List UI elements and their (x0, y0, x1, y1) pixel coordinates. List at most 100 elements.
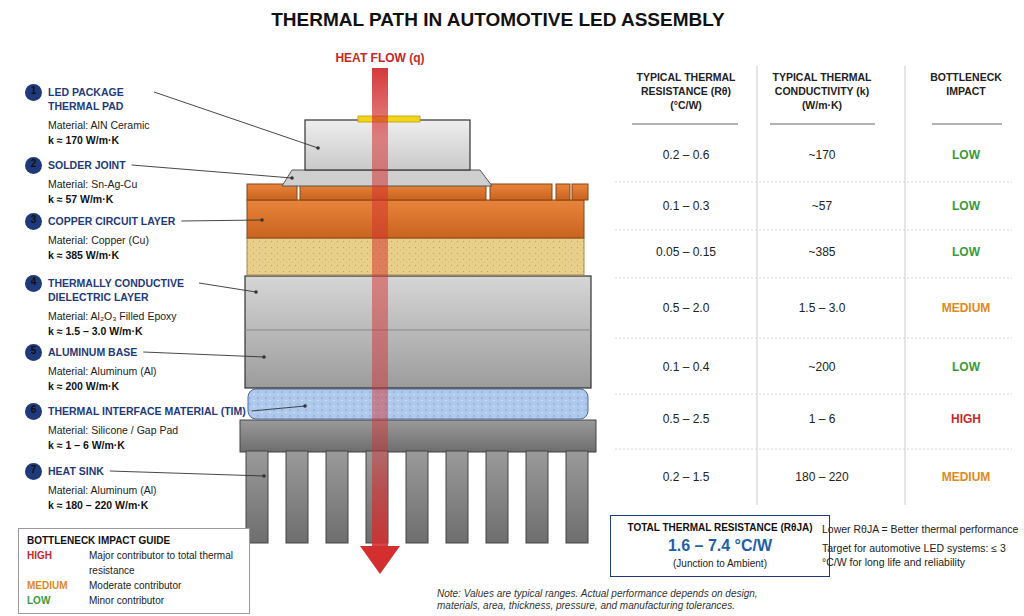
heat-sink-fin (566, 451, 588, 543)
led-emitter (358, 116, 420, 122)
header-underline (770, 124, 875, 125)
layer-conductivity: k ≈ 385 W/m·K (48, 248, 119, 262)
led-stack (240, 68, 596, 574)
leader-line (181, 220, 262, 221)
callout-number: 7 (25, 463, 42, 480)
table-header: BOTTLENECK IMPACT (920, 70, 1012, 98)
layer-name: HEAT SINK (48, 464, 104, 478)
layer-name: ALUMINUM BASE (48, 345, 137, 359)
legend-row: HIGHMajor contributor to total thermal r… (27, 548, 241, 578)
heat-flow-arrowhead (360, 546, 400, 574)
row-divider (615, 182, 1012, 183)
legend-key: MEDIUM (27, 580, 68, 591)
leader-line (252, 406, 305, 411)
heat-sink-fin (526, 451, 548, 543)
tim-layer (248, 389, 588, 419)
footnote: Note: Values are typical ranges. Actual … (437, 588, 787, 612)
box-text: TOTAL THERMAL RESISTANCE (RθJA) (627, 521, 813, 535)
box-text: 1.6 – 7.4 °C/W (627, 535, 813, 557)
callout-number-text: 7 (25, 463, 42, 477)
heat-sink-fin (486, 451, 508, 543)
header-underline (932, 124, 1002, 125)
callout-number-text: 2 (25, 157, 42, 171)
legend-swatch: HIGH (27, 548, 89, 578)
title: THERMAL PATH IN AUTOMOTIVE LED ASSEMBLY (0, 8, 996, 32)
layer-conductivity: k ≈ 57 W/m·K (48, 192, 113, 206)
legend-row: MEDIUM Moderate contributor (27, 578, 241, 593)
dielectric-layer (247, 238, 584, 275)
callout-number: 3 (25, 213, 42, 230)
layer-material: Material: Silicone / Gap Pad (48, 423, 178, 437)
table-cell: ~200 (757, 360, 887, 374)
impact-cell: LOW (901, 360, 1024, 374)
layer-name: THERMALLY CONDUCTIVE DIELECTRIC LAYER (48, 276, 193, 304)
leader-dot (316, 146, 320, 150)
column-divider (757, 66, 758, 505)
row-divider (615, 278, 1012, 279)
table-cell: ~385 (757, 245, 887, 259)
legend-row: LOW Minor contributor (27, 593, 241, 608)
layer-boundary (245, 330, 591, 331)
callout-number: 5 (25, 344, 42, 361)
table-header: TYPICAL THERMAL CONDUCTIVITY (k) (W/m·K) (762, 70, 882, 112)
layer-name: SOLDER JOINT (48, 158, 126, 172)
callout-number-text: 3 (25, 213, 42, 227)
header-underline (632, 124, 738, 125)
table-header: TYPICAL THERMAL RESISTANCE (Rθ) (°C/W) (627, 70, 745, 112)
leader-dot (262, 355, 266, 359)
leader-line (110, 471, 264, 476)
table-rules (615, 66, 1012, 505)
table-cell: 0.1 – 0.4 (621, 360, 751, 374)
table-cell: 0.05 – 0.15 (621, 245, 751, 259)
row-divider (615, 230, 1012, 231)
layer-material: Material: Aluminum (Al) (48, 483, 157, 497)
callout-number-text: 1 (25, 84, 42, 98)
impact-cell: LOW (901, 245, 1024, 259)
impact-cell: MEDIUM (901, 470, 1024, 484)
heat-sink-fin (326, 451, 348, 543)
column-divider (905, 66, 906, 505)
table-cell: 0.2 – 1.5 (621, 470, 751, 484)
legend-key: LOW (27, 595, 50, 606)
callout-number-text: 4 (25, 275, 42, 289)
impact-cell: MEDIUM (901, 301, 1024, 315)
callout-number-text: 6 (25, 403, 42, 417)
leader-line (143, 352, 264, 357)
aluminum-base (245, 276, 591, 388)
row-divider (615, 394, 1012, 395)
leader-line (132, 165, 292, 178)
legend-description: Minor contributor (89, 593, 164, 608)
heat-flow-label: HEAT FLOW (q) (320, 51, 440, 65)
layer-material: Material: Aluminum (Al) (48, 364, 157, 378)
legend-description: Moderate contributor (89, 578, 181, 593)
copper-pad (556, 184, 570, 200)
heat-sink-fin (286, 451, 308, 543)
legend-swatch: MEDIUM (27, 578, 89, 593)
callout-number-text: 5 (25, 344, 42, 358)
copper-pad (572, 184, 588, 200)
heat-sink-fins (246, 451, 588, 543)
table-cell: ~57 (757, 199, 887, 213)
layer-name: COPPER CIRCUIT LAYER (48, 214, 175, 228)
layer-name: LED PACKAGE THERMAL PAD (48, 85, 148, 113)
callout-number: 1 (25, 84, 42, 101)
table-cell: 0.5 – 2.5 (621, 412, 751, 426)
legend-swatch: LOW (27, 593, 89, 608)
callout-number: 4 (25, 275, 42, 292)
table-cell: 1.5 – 3.0 (757, 301, 887, 315)
leader-dot (290, 176, 294, 180)
table-cell: 0.5 – 2.0 (621, 301, 751, 315)
layer-conductivity: k ≈ 170 W/m·K (48, 133, 119, 147)
table-cell: 0.1 – 0.3 (621, 199, 751, 213)
layer-name: THERMAL INTERFACE MATERIAL (TIM) (48, 404, 246, 418)
copper-layer (247, 200, 584, 238)
side-note: Target for automotive LED systems: ≤ 3 °… (822, 541, 1018, 569)
layer-material: Material: Sn-Ag-Cu (48, 177, 137, 191)
layer-material: Material: AlN Ceramic (48, 118, 150, 132)
heat-flow-arrow (372, 68, 388, 548)
layer-material: Material: Al₂O₃ Filled Epoxy (48, 309, 177, 323)
layer-material: Material: Copper (Cu) (48, 233, 149, 247)
layer-conductivity: k ≈ 180 – 220 W/m·K (48, 498, 148, 512)
heat-sink-fin (446, 451, 468, 543)
